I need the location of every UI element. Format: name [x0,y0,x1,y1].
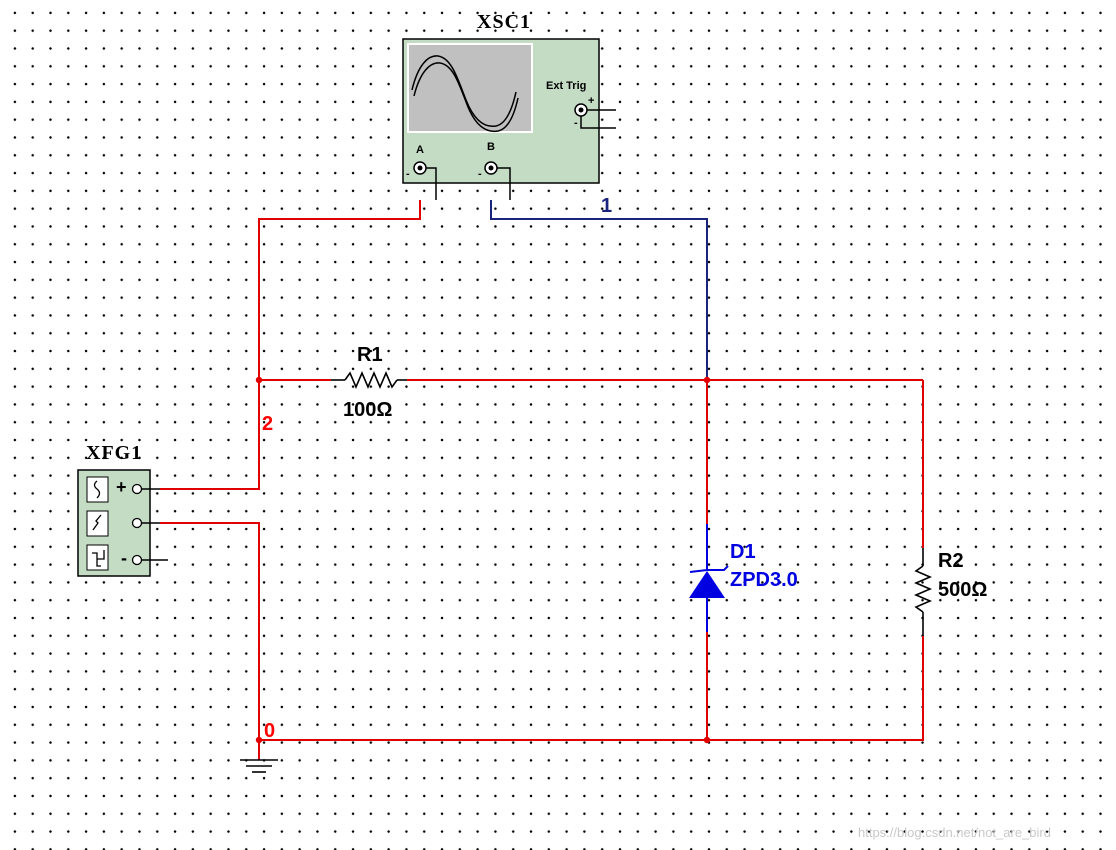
fg-plus-terminal[interactable] [131,483,161,495]
r2-ref-label: R2 [938,550,964,572]
net-0-label: 0 [264,720,276,742]
ground-icon [240,759,278,773]
net-2-wires[interactable] [160,200,421,490]
ext-trig-plus-label: + [588,95,595,107]
watermark-text: https://blog.csdn.net/not_are_bird [858,825,1051,840]
r1-ref-label: R1 [357,344,383,366]
channel-a-terminal[interactable] [413,161,437,200]
ext-trig-terminal[interactable] [574,103,616,129]
scope-trace-b [413,62,519,133]
net-1-label: 1 [601,195,613,217]
oscilloscope-xsc1[interactable] [402,38,616,200]
fg-minus-terminal[interactable] [131,554,169,566]
d1-ref-label: D1 [730,541,756,563]
function-generator-ref-label: XFG1 [86,442,143,464]
resistor-r1[interactable] [331,370,407,390]
channel-b-minus-label: - [478,168,482,180]
oscilloscope-screen [407,43,533,133]
fg-plus-label: + [116,477,127,497]
resistor-r2[interactable] [913,548,933,636]
junction-dot [255,736,263,744]
net-2-label: 2 [262,413,274,435]
channel-b-label: B [487,141,495,153]
zener-diode-d1[interactable] [689,524,729,632]
junction-dot [255,376,263,384]
channel-a-minus-label: - [406,168,410,180]
junction-dot [703,736,711,744]
r2-value-label: 500Ω [938,579,988,601]
r1-value-label: 100Ω [343,399,393,421]
junction-dot [703,376,711,384]
fg-common-terminal[interactable] [131,517,161,529]
fg-minus-label: - [121,548,127,568]
ext-trig-label: Ext Trig [546,80,587,92]
channel-a-label: A [416,144,424,156]
net-1-red-wires[interactable] [407,379,924,548]
channel-b-terminal[interactable] [484,161,511,200]
function-generator-xfg1[interactable] [77,469,169,577]
net-1-blue-wire[interactable] [490,200,708,380]
d1-value-label: ZPD3.0 [730,569,798,591]
ext-trig-minus-label: - [574,117,578,129]
oscilloscope-ref-label: XSC1 [477,11,532,33]
